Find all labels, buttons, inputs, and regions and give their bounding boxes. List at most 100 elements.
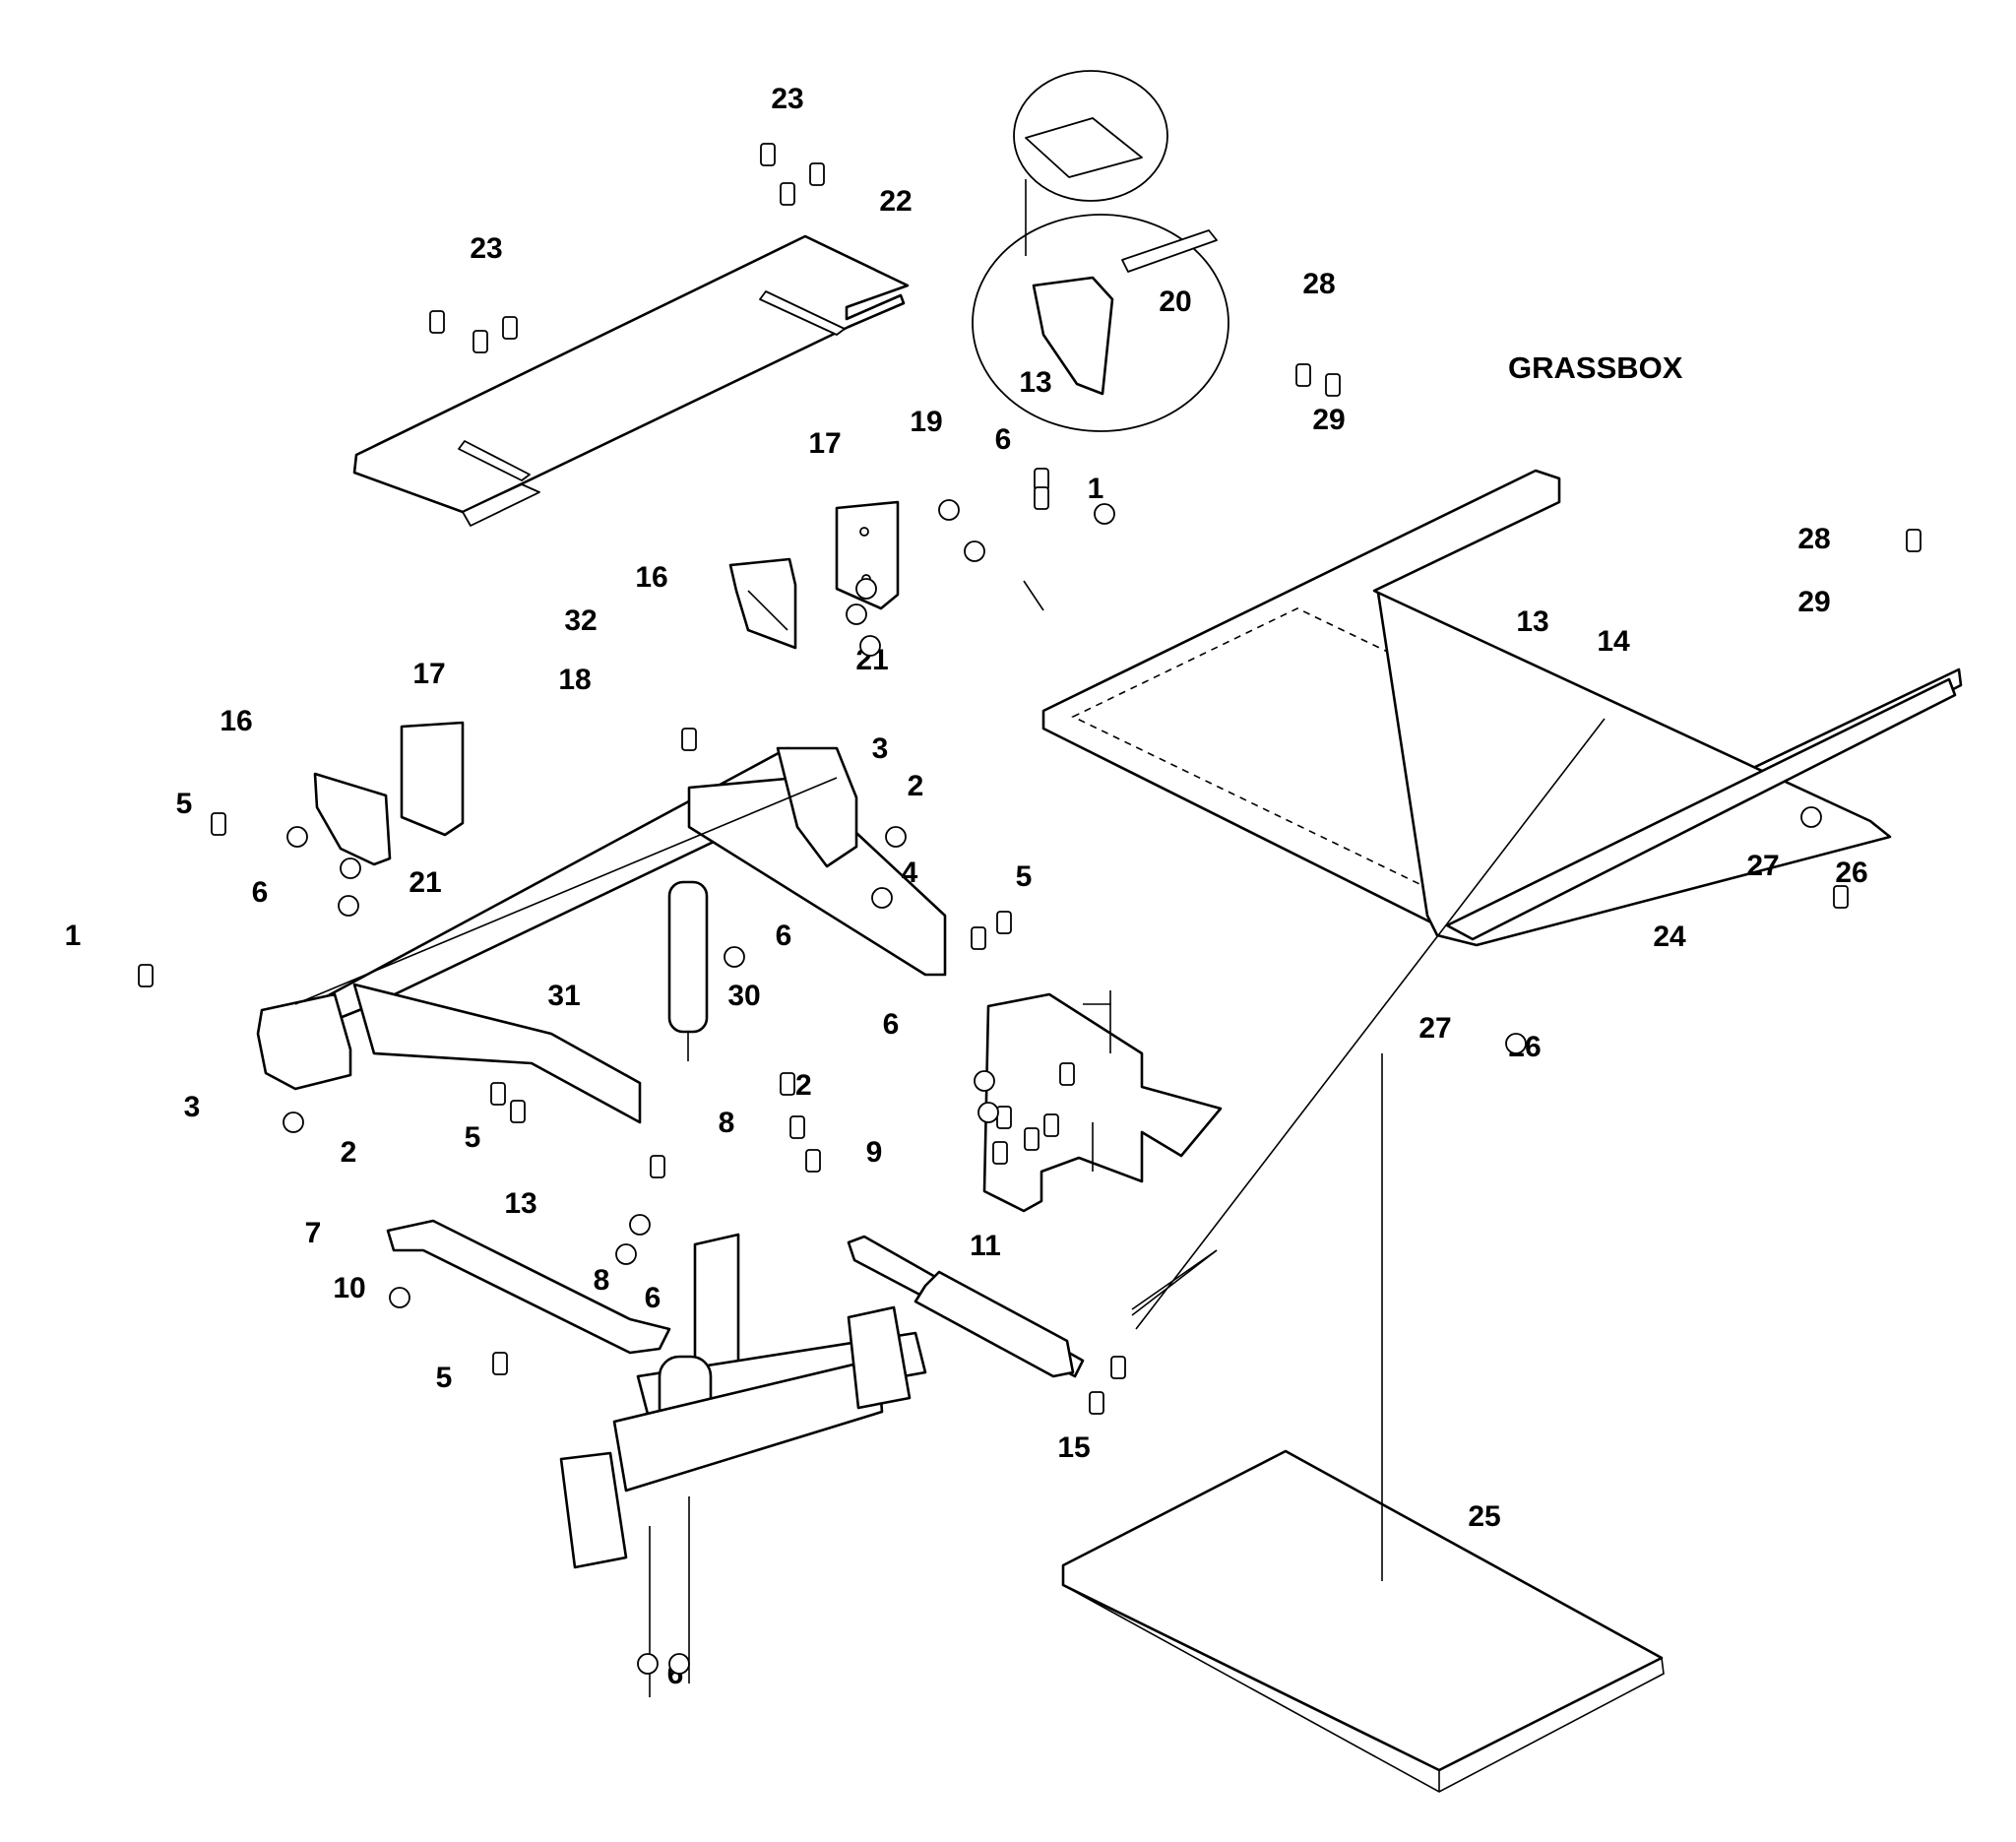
nut-19	[615, 1243, 637, 1265]
bolt-9	[1325, 373, 1341, 397]
bolt-11	[211, 812, 226, 836]
callout-19: 19	[910, 406, 942, 438]
callout-2: 2	[908, 770, 924, 802]
nut-14	[283, 1112, 304, 1133]
bracket-16-top	[728, 557, 797, 650]
nut-4	[846, 603, 867, 625]
nut-20	[1800, 806, 1822, 828]
callout-8: 8	[594, 1264, 610, 1297]
nut-16	[637, 1653, 659, 1675]
bolt-26	[650, 1155, 665, 1178]
bolt-17	[992, 1141, 1008, 1165]
bolt-4	[472, 330, 488, 353]
grassbox-label: GRASSBOX	[1508, 350, 1683, 385]
arm-7	[386, 1219, 671, 1355]
callout-29: 29	[1797, 586, 1830, 618]
cylinder-11	[847, 1235, 1085, 1378]
bolt-14	[971, 926, 986, 950]
callout-22: 22	[879, 185, 912, 218]
callout-5: 5	[1016, 860, 1033, 893]
bolt-16	[996, 1106, 1012, 1129]
nut-13	[885, 826, 907, 848]
callout-30: 30	[727, 980, 760, 1012]
nut-21	[1505, 1033, 1527, 1054]
callout-32: 32	[564, 604, 597, 637]
callout-14: 14	[1597, 625, 1630, 658]
callout-10: 10	[333, 1272, 365, 1304]
nut-17	[668, 1653, 690, 1675]
spacer-30	[667, 880, 709, 1061]
callout-31: 31	[547, 980, 580, 1012]
callout-9: 9	[866, 1136, 883, 1169]
nut-8	[338, 895, 359, 917]
callout-27: 27	[1418, 1012, 1451, 1045]
callout-28: 28	[1302, 268, 1335, 300]
bolt-2	[809, 162, 825, 186]
lower-mount	[559, 1233, 927, 1697]
bolt-23	[1059, 1062, 1075, 1086]
leader-lines	[1023, 179, 1606, 1581]
callout-3: 3	[872, 732, 889, 765]
callout-5: 5	[465, 1121, 481, 1154]
callout-5: 5	[436, 1362, 453, 1394]
callout-13: 13	[504, 1187, 536, 1220]
nut-0	[938, 499, 960, 521]
bolt-24	[789, 1115, 805, 1139]
bolt-1	[780, 182, 795, 206]
callout-24: 24	[1653, 921, 1686, 953]
callout-1: 1	[65, 920, 82, 952]
callout-21: 21	[409, 866, 441, 899]
callout-13: 13	[1019, 366, 1051, 399]
nut-1	[964, 540, 985, 562]
bolt-5	[502, 316, 518, 340]
bolt-29	[1110, 1356, 1126, 1379]
bracket-17-left	[400, 721, 465, 837]
nut-5	[859, 635, 881, 657]
side-bracket-plate	[982, 992, 1223, 1213]
bolt-0	[760, 143, 776, 166]
main-frame-4	[256, 746, 947, 1124]
callout-3: 3	[184, 1091, 201, 1123]
bracket-16-left	[313, 772, 392, 866]
callout-16: 16	[635, 561, 667, 594]
nut-10	[724, 946, 745, 968]
callout-6: 6	[645, 1282, 662, 1314]
bolt-3	[429, 310, 445, 334]
bolt-15	[996, 911, 1012, 934]
callout-29: 29	[1312, 404, 1345, 436]
nut-12	[977, 1102, 999, 1123]
fasteners	[138, 143, 1922, 1675]
bolt-25	[805, 1149, 821, 1173]
nut-2	[1094, 503, 1115, 525]
callout-28: 28	[1797, 523, 1830, 555]
bolt-22	[490, 1082, 506, 1106]
callout-6: 6	[995, 423, 1012, 456]
nut-7	[340, 857, 361, 879]
callout-20: 20	[1159, 286, 1191, 318]
callout-27: 27	[1746, 850, 1779, 882]
nut-11	[974, 1070, 995, 1092]
callout-2: 2	[341, 1136, 357, 1169]
bolt-30	[1833, 885, 1849, 909]
callout-6: 6	[883, 1008, 900, 1041]
callout-23: 23	[470, 232, 502, 265]
bolt-7	[1034, 486, 1049, 510]
callout-8: 8	[719, 1107, 735, 1139]
bolt-12	[138, 964, 154, 987]
callout-11: 11	[970, 1230, 1001, 1262]
bolt-27	[492, 1352, 508, 1375]
callout-17: 17	[412, 658, 445, 690]
nut-3	[855, 578, 877, 600]
nut-18	[629, 1214, 651, 1236]
callout-16: 16	[220, 705, 252, 737]
base-plate-25	[1061, 1449, 1665, 1793]
callout-1: 1	[1088, 473, 1104, 505]
callout-5: 5	[176, 788, 193, 820]
callout-7: 7	[305, 1217, 322, 1249]
callout-25: 25	[1468, 1500, 1500, 1533]
callout-15: 15	[1057, 1431, 1090, 1464]
nut-6	[286, 826, 308, 848]
callout-17: 17	[808, 427, 841, 460]
